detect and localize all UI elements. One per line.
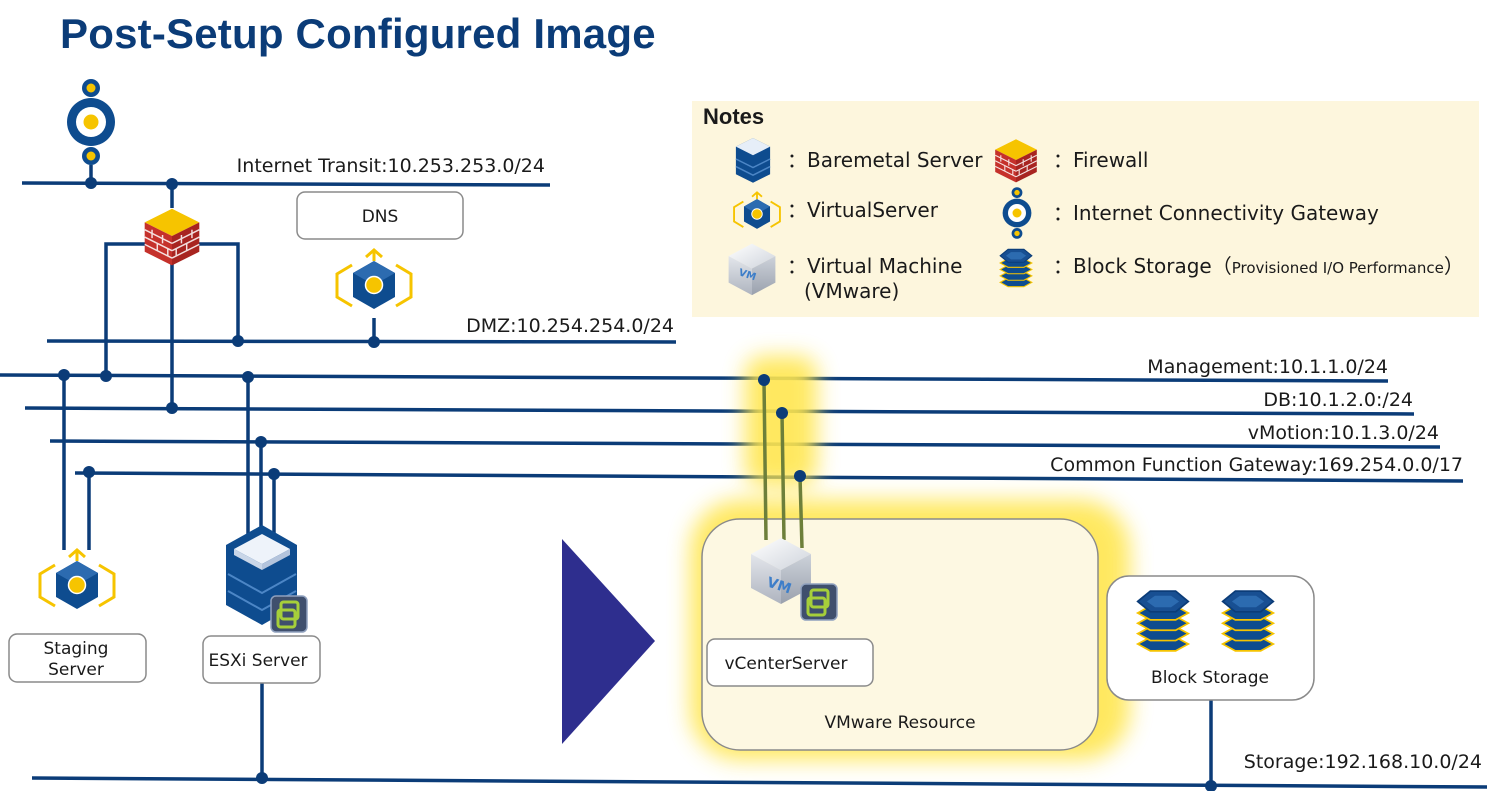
legend-block-storage-label: ：Block Storage（Provisioned I/O Performan…: [1053, 254, 1464, 278]
esxi-vsphere-icon: [269, 594, 309, 634]
dmz-label: DMZ:10.254.254.0/24: [466, 315, 674, 337]
vmotion-label: vMotion:10.1.3.0/24: [1248, 422, 1439, 444]
esxi-server-box[interactable]: [202, 635, 321, 684]
page-title: Post-Setup Configured Image: [60, 10, 656, 57]
legend-vm-label-line2: (VMware): [804, 279, 899, 303]
management-line: [0, 373, 1389, 383]
db-line: [24, 406, 1415, 416]
firewall-icon[interactable]: [143, 207, 201, 267]
common-function-gateway-label: Common Function Gateway:169.254.0.0/17: [1050, 454, 1463, 476]
staging-server-label-line2: Server: [48, 660, 104, 680]
esxi-server-label: ESXi Server: [208, 651, 307, 671]
dmz-line: [46, 339, 677, 344]
legend-block-storage-close: ）: [1444, 254, 1464, 278]
legend-block-storage-main: ：Block Storage（: [1053, 254, 1232, 278]
staging-server-label-line1: Staging: [44, 639, 109, 659]
legend-block-storage-icon: [999, 248, 1033, 288]
legend-baremetal-icon: [735, 137, 771, 184]
junction-dots: [58, 177, 1217, 791]
vcenter-vm-text: VM: [765, 575, 794, 598]
legend-vm-label-line1: ：Virtual Machine: [787, 254, 962, 278]
legend-virtual-server-label: ：VirtualServer: [787, 198, 939, 222]
legend-firewall-label: ：Firewall: [1053, 148, 1148, 172]
dns-virtual-server-icon[interactable]: [335, 248, 413, 311]
storage-label: Storage:192.168.10.0/24: [1244, 751, 1482, 773]
notes-background: [692, 101, 1479, 317]
vmware-resource-label: VMware Resource: [824, 713, 975, 733]
legend-vm-text: VM: [737, 267, 757, 283]
legend-baremetal-label: ：Baremetal Server: [787, 148, 983, 172]
notes-legend: Notes ：Baremetal Server ：Firewall ：Virtu…: [692, 101, 1479, 317]
vcenter-server-label: vCenterServer: [724, 654, 847, 674]
network-labels: Internet Transit:10.253.253.0/24 DMZ:10.…: [237, 155, 1482, 773]
transition-arrow: [562, 539, 655, 744]
block-storage-icon-1[interactable]: [1136, 590, 1190, 652]
vcenter-network-links: [762, 379, 804, 549]
management-label: Management:10.1.1.0/24: [1147, 356, 1388, 378]
dns-box[interactable]: [296, 191, 464, 240]
vcenter-server-box[interactable]: [706, 638, 874, 687]
legend-gateway-label: ：Internet Connectivity Gateway: [1053, 201, 1379, 225]
block-storage-label: Block Storage: [1151, 668, 1269, 688]
internet-transit-label: Internet Transit:10.253.253.0/24: [237, 155, 545, 177]
storage-line: [31, 776, 1488, 789]
internet-gateway-icon[interactable]: [67, 79, 115, 165]
staging-virtual-server-icon[interactable]: [38, 548, 116, 611]
dns-label: DNS: [362, 207, 399, 227]
block-storage-icon-2[interactable]: [1221, 590, 1275, 652]
staging-server-box[interactable]: [8, 633, 147, 683]
notes-heading: Notes: [703, 104, 764, 129]
db-label: DB:10.1.2.0:/24: [1263, 389, 1413, 411]
vcenter-vsphere-icon: [799, 582, 839, 622]
legend-block-storage-small: Provisioned I/O Performance: [1232, 259, 1444, 277]
internet-transit-line: [21, 181, 551, 187]
